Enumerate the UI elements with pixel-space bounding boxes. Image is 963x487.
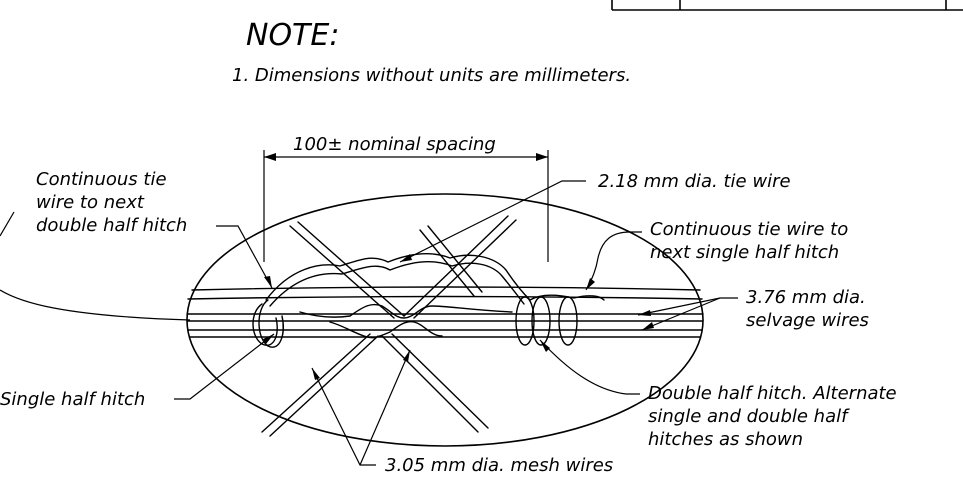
title-block-fragment — [611, 0, 963, 11]
leader-continuous-left — [216, 225, 273, 289]
leader-selvage — [637, 297, 738, 331]
tie-wire-tail-left — [0, 211, 191, 321]
double-half-hitch-loops — [515, 294, 605, 346]
selvage-wires — [186, 286, 704, 338]
dimension-arrow-left — [264, 153, 276, 161]
mesh-wires — [261, 215, 517, 437]
single-half-hitch-label: Single half hitch — [0, 389, 145, 410]
continuous-left-line-2: wire to next — [36, 192, 145, 213]
continuous-right-line-1: Continuous tie wire to — [650, 219, 848, 240]
continuous-left-line-3: double half hitch — [36, 215, 187, 236]
spacing-label: 100± nominal spacing — [293, 134, 496, 155]
dimension-arrow-right — [536, 153, 548, 161]
leader-double-half-hitch — [539, 339, 640, 395]
continuous-left-line-1: Continuous tie — [36, 169, 167, 190]
double-half-hitch-line-2: single and double half — [648, 406, 850, 427]
leader-continuous-right — [585, 231, 642, 291]
double-half-hitch-line-1: Double half hitch. Alternate — [648, 383, 897, 404]
tie-wire-label: 2.18 mm dia. tie wire — [598, 171, 791, 192]
double-half-hitch-line-3: hitches as shown — [648, 429, 803, 450]
selvage-label-line-2: selvage wires — [746, 310, 869, 331]
note-item-1: 1. Dimensions without units are millimet… — [232, 65, 631, 86]
tie-wire — [265, 253, 531, 339]
leader-single-half-hitch — [174, 333, 275, 400]
leader-mesh-wires — [311, 349, 411, 466]
continuous-right-line-2: next single half hitch — [650, 242, 839, 263]
note-title: NOTE: — [246, 18, 339, 53]
leader-tie-wire — [399, 180, 586, 263]
mesh-wires-label: 3.05 mm dia. mesh wires — [385, 455, 613, 476]
selvage-label-line-1: 3.76 mm dia. — [746, 287, 866, 308]
